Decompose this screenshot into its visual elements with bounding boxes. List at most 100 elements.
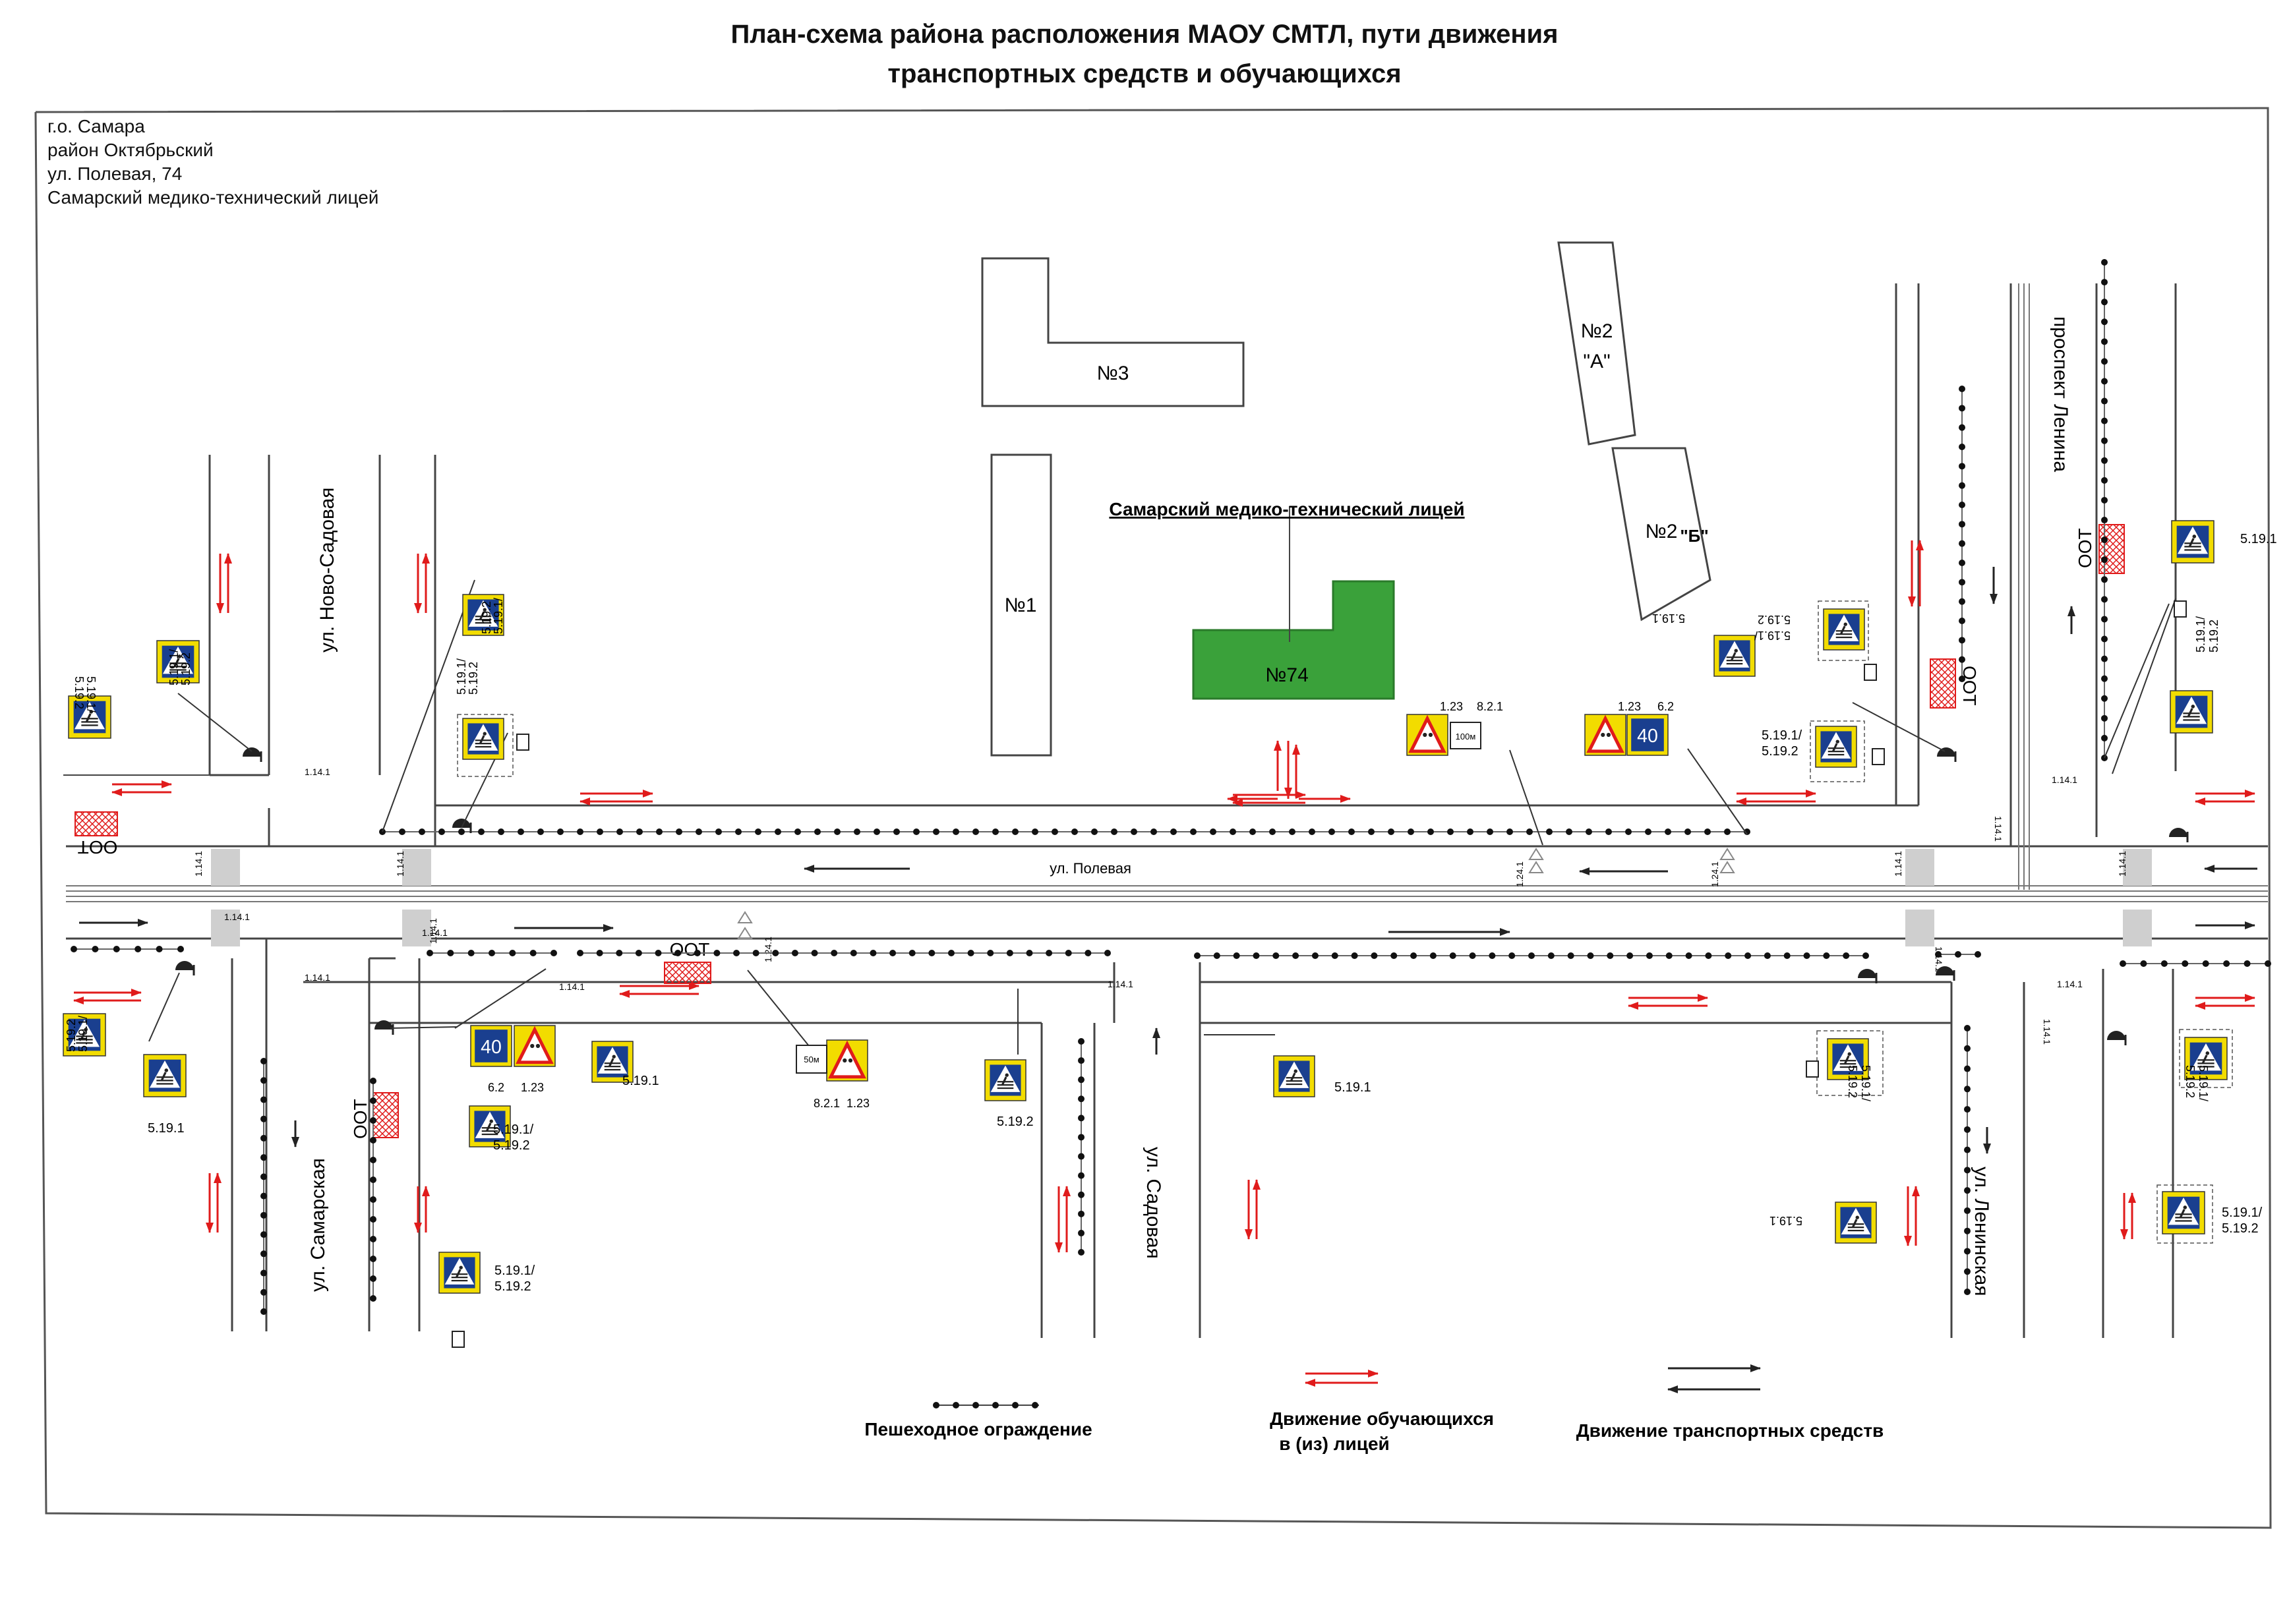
- children-sign-2: [1584, 714, 1626, 756]
- fence-post: [947, 950, 955, 956]
- fence-post: [1964, 1025, 1971, 1031]
- sign-code-label-6: 5.19.2: [493, 1138, 530, 1153]
- fence-post: [1783, 952, 1791, 959]
- fence-post: [889, 950, 897, 956]
- sign-zebra-bar: [997, 1087, 1014, 1089]
- pedestrian-leg: [486, 1122, 492, 1132]
- map-title-line1: План-схема района расположения МАОУ СМТЛ…: [730, 20, 1559, 49]
- marking-label-18: 1.24.1: [1709, 861, 1720, 887]
- buildings: [981, 241, 1711, 757]
- fence-post: [1959, 656, 1965, 663]
- fence-post: [529, 950, 537, 956]
- sign-zebra-bar: [1847, 1229, 1864, 1232]
- fence-post: [1508, 952, 1516, 959]
- student-arrow-17: [1904, 1186, 1920, 1246]
- sign-zebra-bar: [2197, 1062, 2215, 1064]
- street-prospekt-lenina: проспект Ленина: [2050, 316, 2071, 472]
- marking-label-9: 1.14.1: [193, 851, 204, 877]
- bus-stop-box-1: [74, 811, 118, 836]
- fence-post: [2182, 960, 2189, 967]
- pedestrian-crossing-sign-7: [469, 1105, 511, 1147]
- pedestrian-crossing-sign-5: [63, 1013, 106, 1057]
- sign-code-rot-12: 5.19.2: [2207, 620, 2220, 652]
- sign-plate-box: [1872, 748, 1885, 765]
- fence-post: [1249, 828, 1256, 835]
- fence-post: [1065, 950, 1072, 956]
- student-arrow-1: [111, 780, 172, 796]
- legend-fence-post: [1032, 1402, 1038, 1408]
- sign-zebra-bar: [156, 1080, 173, 1082]
- pedestrian-leg: [1731, 652, 1737, 661]
- marking-label-17: 1.24.1: [1514, 861, 1525, 887]
- fence-post: [1964, 1268, 1971, 1275]
- fence-post: [260, 1173, 267, 1180]
- fence-post: [577, 950, 583, 956]
- address-block: г.о. Самара район Октябрьский ул. Полева…: [47, 115, 378, 210]
- fence-post: [260, 1134, 267, 1142]
- fence-post: [2101, 517, 2108, 524]
- fence-post: [1566, 828, 1572, 835]
- marking-label-1: 1.14.1: [305, 767, 330, 777]
- fence-post: [1104, 950, 1111, 956]
- fence-post: [1194, 952, 1201, 959]
- fence-post: [831, 950, 838, 956]
- sign-code-rot-11: 5.19.1/: [2194, 616, 2207, 652]
- hatch-triangle-marking: [737, 927, 753, 939]
- pedestrian-icon: [1835, 740, 1839, 743]
- sign-zebra-bar: [451, 1277, 468, 1279]
- sign-leader-line: [148, 972, 180, 1042]
- fence-post: [1964, 1126, 1971, 1133]
- fence-post: [537, 828, 544, 835]
- legend-fence-label: Пешеходное ограждение: [864, 1419, 1092, 1439]
- fence-post: [447, 950, 454, 956]
- child-figure: [1606, 732, 1611, 738]
- fence-post: [2140, 960, 2147, 967]
- pedestrian-icon: [1847, 1052, 1851, 1056]
- fence-post: [913, 828, 920, 835]
- fence-post: [1272, 952, 1280, 959]
- fence-post: [1210, 828, 1216, 835]
- traffic-light-icon: [1936, 966, 1955, 981]
- fence-post: [557, 828, 564, 835]
- fence-post: [1964, 1146, 1971, 1153]
- traffic-light-icon: [175, 961, 195, 975]
- children-sign-1: [1406, 714, 1448, 756]
- fence-post: [1078, 1229, 1085, 1236]
- fence-post: [2202, 960, 2209, 967]
- fence-post: [597, 828, 603, 835]
- fence-post: [1085, 950, 1092, 956]
- sign-code-label-2: 5.19.1: [622, 1074, 659, 1088]
- fence-post: [1078, 1038, 1085, 1045]
- marking-label-6: 1.14.1: [1108, 979, 1133, 989]
- building-2b-letter: "Б": [1680, 526, 1708, 546]
- student-arrow-13: [414, 1186, 430, 1233]
- fence-post: [1469, 952, 1476, 959]
- sign-zebra-bar: [1839, 1060, 1857, 1062]
- fence-post: [1685, 952, 1692, 959]
- pedestrian-crossing-sign-18: [2170, 690, 2213, 734]
- street-polevaya: ул. Полевая: [1050, 860, 1131, 877]
- sign-leader-line: [390, 1026, 458, 1029]
- sign-zebra-bar: [997, 1084, 1014, 1086]
- fence-post: [370, 1157, 376, 1163]
- fence-post: [1803, 952, 1810, 959]
- fence-post: [1959, 598, 1965, 605]
- fence-post: [953, 828, 959, 835]
- sign-zebra-bar: [2183, 719, 2200, 721]
- sign-dashed-frame-4: [2179, 1029, 2233, 1088]
- fence-post: [1078, 1249, 1085, 1256]
- pedestrian-crossing-sign-19: [2184, 1037, 2228, 1080]
- legend-fence-post: [953, 1402, 959, 1408]
- sign-zebra-bar: [997, 1081, 1014, 1083]
- student-arrow-11: [216, 553, 232, 614]
- fence-post: [1684, 828, 1691, 835]
- fence-post: [1959, 637, 1965, 644]
- pedestrian-leg: [80, 1031, 86, 1040]
- fence-post: [1078, 1210, 1085, 1217]
- sign-zebra-bar: [481, 1127, 498, 1129]
- fence-post: [260, 1192, 267, 1200]
- building-74: [1192, 580, 1395, 700]
- fence-post: [1744, 828, 1750, 835]
- fence-post: [656, 828, 663, 835]
- fence-post: [1546, 828, 1553, 835]
